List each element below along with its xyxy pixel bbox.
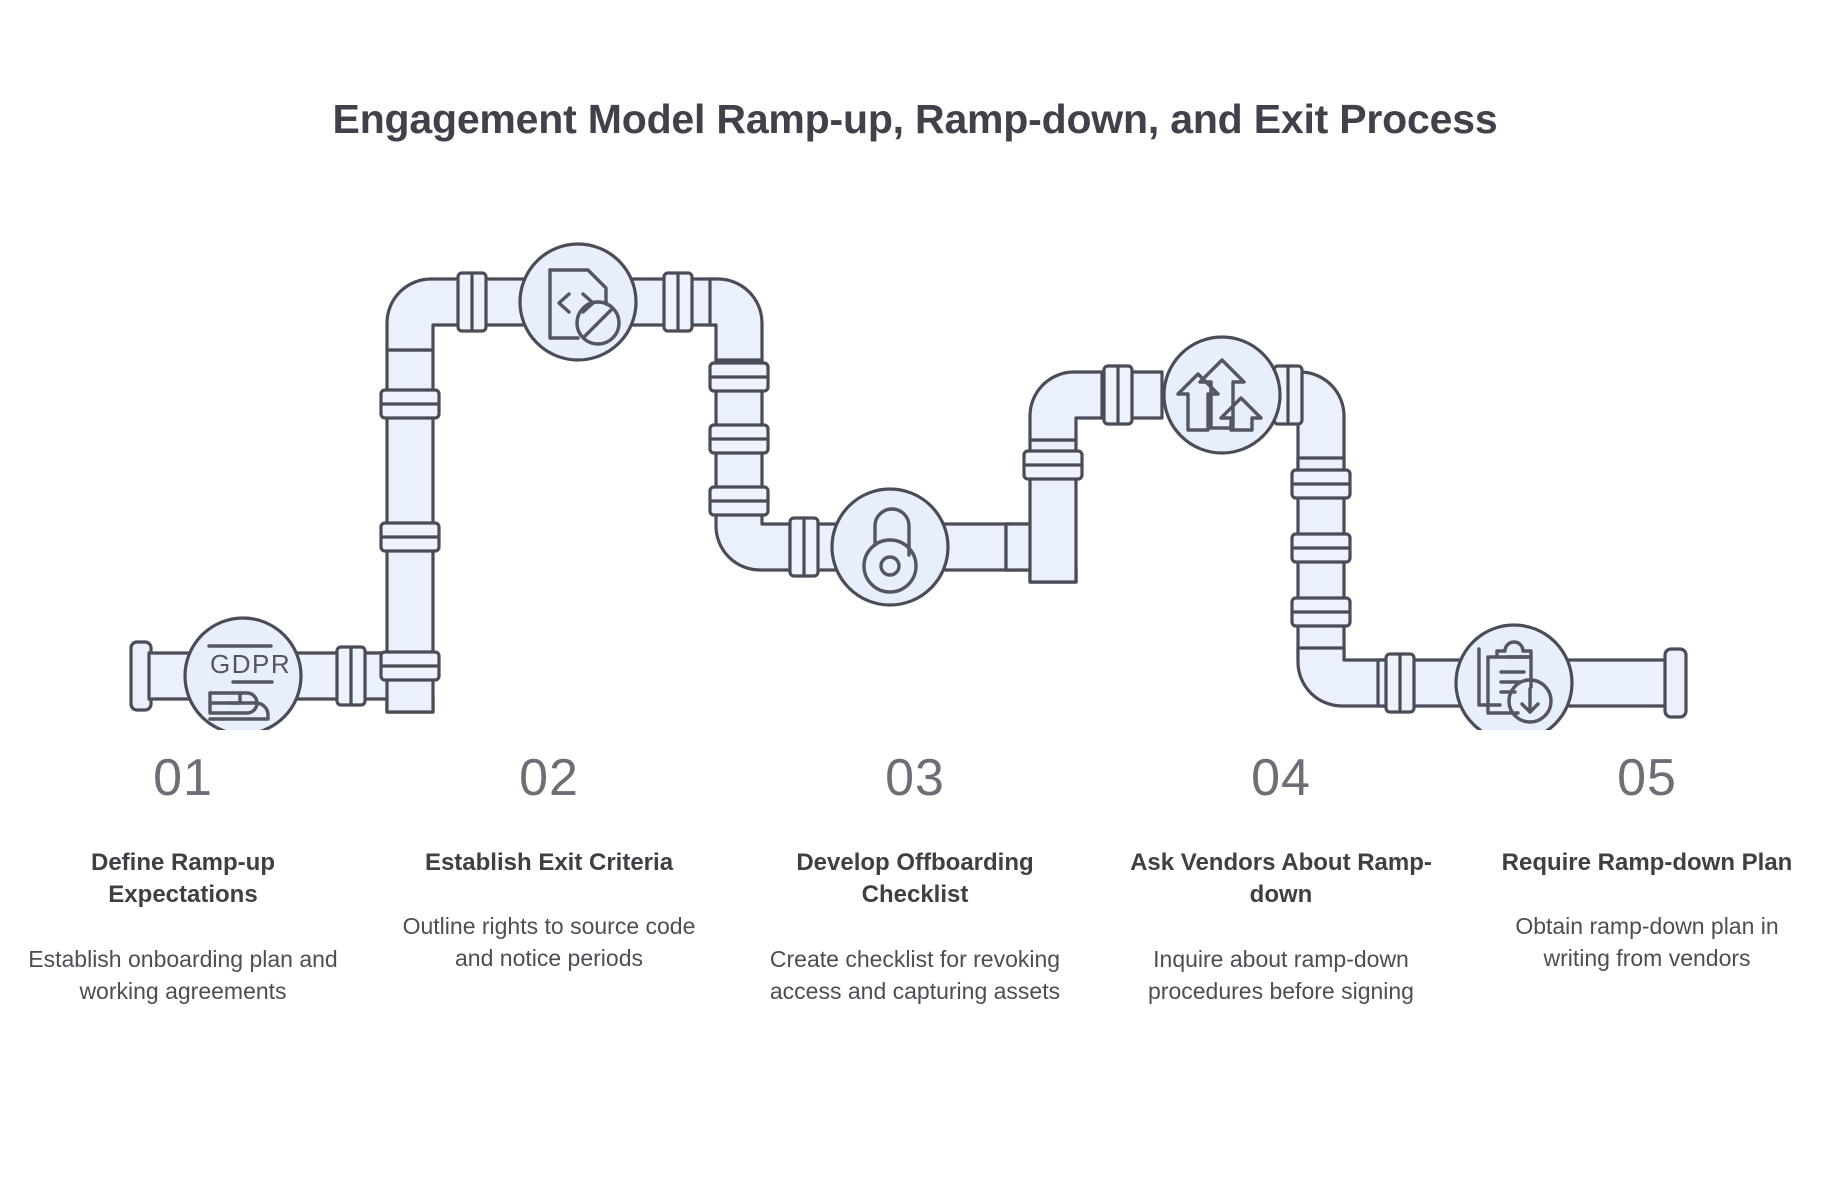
step-2-description: Outline rights to source code and notice… xyxy=(402,913,696,972)
step-5-title: Require Ramp-down Plan xyxy=(1501,849,1793,876)
process-node-1[interactable]: GDPR xyxy=(183,616,303,730)
step-4-number: 04 xyxy=(1251,749,1311,807)
coupling-band-8 xyxy=(708,423,770,455)
coupling-band-12 xyxy=(1022,449,1084,481)
step-3-description: Create checklist for revoking access and… xyxy=(769,945,1061,1004)
step-card-4: 04 Ask Vendors About Ramp-down Inquire a… xyxy=(1098,752,1464,1007)
step-3-title: Develop Offboarding Checklist xyxy=(796,849,1034,909)
step-5-number: 05 xyxy=(1617,749,1677,807)
step-1-description: Establish onboarding plan and working ag… xyxy=(28,945,338,1004)
coupling-band-14 xyxy=(1272,364,1304,426)
node-2-circle[interactable] xyxy=(518,242,638,362)
step-1-title: Define Ramp-up Expectations xyxy=(90,849,275,909)
process-node-3[interactable] xyxy=(830,487,950,607)
coupling-band-4 xyxy=(379,388,441,420)
step-4-description: Inquire about ramp-down procedures befor… xyxy=(1148,945,1414,1004)
step-5-description: Obtain ramp-down plan in writing from ve… xyxy=(1515,913,1779,972)
coupling-band-3 xyxy=(379,521,441,553)
coupling-band-18 xyxy=(1384,652,1416,714)
step-3-number: 03 xyxy=(885,749,945,807)
coupling-band-1 xyxy=(335,645,367,707)
pipe-elbow-bottom-4 xyxy=(1296,646,1390,708)
pipe-endcap-right xyxy=(1663,647,1688,719)
step-2-title: Establish Exit Criteria xyxy=(424,849,674,876)
step-card-5: 05 Require Ramp-down Plan Obtain ramp-do… xyxy=(1464,752,1830,1007)
gdpr-icon-label: GDPR xyxy=(210,649,291,679)
step-1-number: 01 xyxy=(153,749,213,807)
step-card-3: 03 Develop Offboarding Checklist Create … xyxy=(732,752,1098,1007)
process-node-4[interactable] xyxy=(1162,335,1282,455)
coupling-band-2 xyxy=(379,650,441,682)
three-up-arrows-icon xyxy=(1176,358,1263,432)
pipe-couplings xyxy=(335,271,1416,714)
coupling-band-9 xyxy=(708,485,770,517)
pipe-elbow-down-2 xyxy=(708,277,764,374)
node-3-circle[interactable] xyxy=(830,487,950,607)
step-4-title: Ask Vendors About Ramp-down xyxy=(1130,849,1432,909)
pipeline-diagram: GDPR xyxy=(0,200,1830,730)
step-card-1: 01 Define Ramp-up Expectations Establish… xyxy=(0,752,366,1007)
coupling-band-5 xyxy=(456,271,488,333)
step-card-2: 02 Establish Exit Criteria Outline right… xyxy=(366,752,732,1007)
coupling-band-13 xyxy=(1102,364,1134,426)
process-node-2[interactable] xyxy=(518,242,638,362)
page-title: Engagement Model Ramp-up, Ramp-down, and… xyxy=(332,96,1498,142)
coupling-band-15 xyxy=(1290,468,1352,500)
pipe-elbow-top-3 xyxy=(1028,370,1114,442)
coupling-band-10 xyxy=(788,516,820,578)
step-2-number: 02 xyxy=(519,749,579,807)
coupling-band-6 xyxy=(662,271,694,333)
code-document-blocked-icon xyxy=(548,268,621,346)
clipboard-download-icon xyxy=(1477,640,1553,724)
coupling-band-16 xyxy=(1290,532,1352,564)
process-node-5[interactable] xyxy=(1454,623,1574,730)
coupling-band-7 xyxy=(708,361,770,393)
gdpr-document-icon: GDPR xyxy=(207,644,291,721)
open-padlock-icon xyxy=(862,507,918,594)
coupling-band-17 xyxy=(1290,596,1352,628)
steps-row: 01 Define Ramp-up Expectations Establish… xyxy=(0,752,1830,1007)
